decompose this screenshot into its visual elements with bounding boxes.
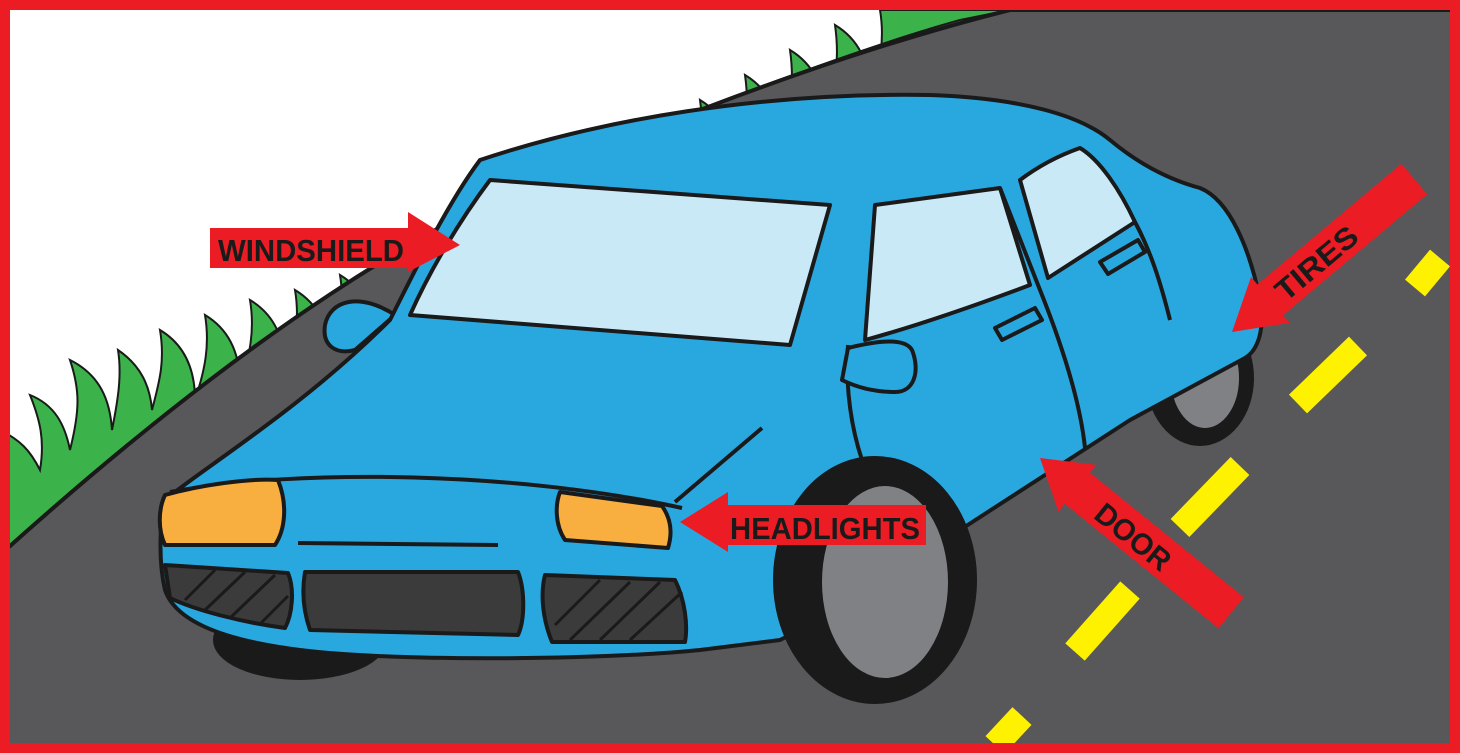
left-headlight bbox=[160, 480, 284, 545]
center-intake bbox=[303, 572, 523, 635]
windshield-label: WINDSHIELD bbox=[218, 233, 404, 268]
windshield bbox=[410, 180, 830, 345]
headlights-label: HEADLIGHTS bbox=[730, 511, 920, 546]
grille-bar bbox=[298, 543, 498, 545]
right-mirror bbox=[842, 342, 916, 393]
